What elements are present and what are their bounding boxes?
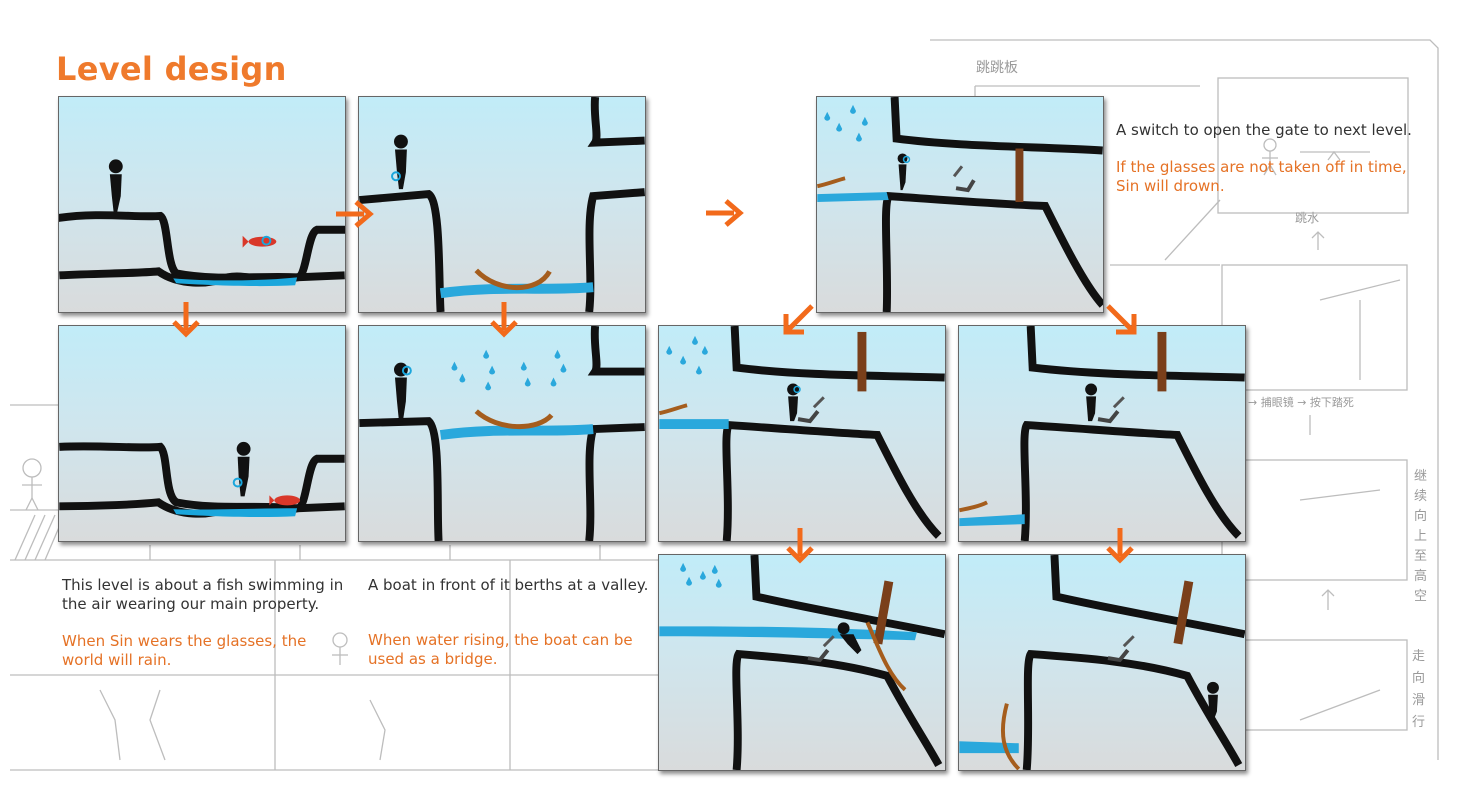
caption-switch: A switch to open the gate to next level.… [1116, 121, 1416, 196]
sketch-label-mid: 跳水 [1295, 211, 1319, 225]
panel-fish-rain [58, 325, 346, 542]
character-icon [394, 362, 412, 422]
sketch-side-1-c6: 高 [1414, 568, 1427, 584]
caption-switch-main: A switch to open the gate to next level. [1116, 121, 1412, 139]
arrow-down-left-icon [783, 304, 814, 335]
caption-switch-note: If the glasses are not taken off in time… [1116, 158, 1407, 195]
scene-flood-a [659, 555, 945, 770]
character-icon [787, 383, 801, 422]
character-icon [232, 441, 251, 497]
sketch-side-1-c3: 向 [1414, 508, 1427, 524]
rain-icon [451, 349, 567, 391]
character-icon [897, 153, 911, 191]
character-icon [1207, 681, 1219, 720]
caption-boat: A boat in front of it berths at a valley… [368, 576, 658, 669]
panel-switch-flood-a [658, 554, 946, 771]
panel-switch-flood-b [958, 554, 1246, 771]
character-icon [1085, 383, 1098, 422]
switch-icon [952, 165, 976, 193]
panel-switch-before [816, 96, 1104, 313]
sketch-side-2-c4: 行 [1412, 715, 1425, 730]
scene-switch [817, 97, 1103, 312]
switch-icon [797, 396, 825, 424]
arrow-right-icon [336, 200, 374, 228]
scene-boat-rain [359, 326, 645, 541]
panel-boat-before [358, 96, 646, 313]
panel-fish-before [58, 96, 346, 313]
caption-fish-main: This level is about a fish swimming in t… [62, 576, 344, 613]
fish-icon [269, 495, 301, 506]
sketch-side-2-c1: 走 [1412, 649, 1425, 664]
arrow-down-icon [172, 302, 200, 338]
sketch-label-top: 跳跳板 [976, 60, 1018, 76]
switch-icon [807, 635, 835, 663]
sketch-side-2-c2: 向 [1412, 670, 1425, 686]
sketch-label-row: → 捕眼镜 → 按下踏死 [1248, 395, 1354, 409]
caption-fish: This level is about a fish swimming in t… [62, 576, 352, 670]
character-icon [391, 134, 408, 190]
arrow-down-icon [1106, 528, 1134, 564]
rain-icon [824, 104, 868, 142]
sketch-side-2-c3: 滑 [1412, 693, 1425, 708]
panel-switch-rain-b [958, 325, 1246, 542]
switch-icon [1107, 635, 1135, 663]
sketch-side-1-c1: 继 [1414, 469, 1427, 484]
arrow-right-icon [706, 199, 744, 227]
rain-icon [680, 562, 722, 588]
arrow-down-icon [786, 528, 814, 564]
arrow-down-right-icon [1106, 304, 1137, 335]
arrow-down-icon [490, 302, 518, 338]
caption-fish-note: When Sin wears the glasses, the world wi… [62, 632, 307, 669]
sketch-side-1-c5: 至 [1414, 549, 1427, 564]
scene-fish [59, 159, 345, 287]
fish-icon [242, 235, 277, 248]
scene-flood-b [959, 555, 1245, 770]
panel-switch-rain-a [658, 325, 946, 542]
sketch-side-1-c4: 上 [1414, 529, 1427, 544]
switch-icon [1097, 396, 1125, 424]
scene-fish-rain [59, 441, 345, 518]
panel-boat-rain [358, 325, 646, 542]
scene-switch-b [959, 326, 1245, 541]
page-title: Level design [56, 50, 287, 88]
caption-boat-note: When water rising, the boat can be used … [368, 631, 633, 668]
character-icon [837, 622, 862, 655]
sketch-side-1-c2: 续 [1414, 489, 1427, 504]
caption-boat-main: A boat in front of it berths at a valley… [368, 576, 649, 594]
rain-icon [666, 335, 708, 375]
sketch-side-1-c7: 空 [1414, 589, 1427, 604]
scene-switch-a [659, 326, 945, 541]
scene-boat [359, 97, 645, 312]
character-icon [108, 159, 123, 214]
